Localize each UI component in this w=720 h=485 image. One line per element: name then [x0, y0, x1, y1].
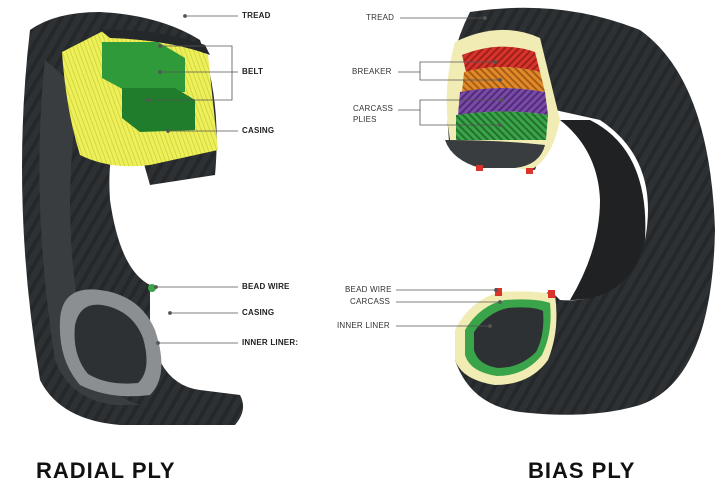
radial-label-belt: BELT — [242, 67, 264, 76]
radial-label-casing-bottom: CASING — [242, 308, 275, 317]
bias-label-breaker: BREAKER — [352, 67, 392, 76]
bias-ply-title: BIAS PLY — [528, 458, 636, 483]
radial-tread-cap — [100, 29, 210, 55]
radial-leader-lines — [146, 14, 238, 345]
bias-label-tread: TREAD — [366, 13, 395, 22]
bias-bead-marker-bottom — [495, 288, 502, 296]
bias-label-carcass: CARCASS — [350, 297, 391, 306]
bias-bead-marker-bottom-2 — [548, 290, 555, 298]
radial-ply-title: RADIAL PLY — [36, 458, 176, 483]
bias-inner-rubber-top — [445, 140, 545, 168]
bias-ply-orange — [462, 67, 545, 92]
radial-label-casing-top: CASING — [242, 126, 275, 135]
radial-belt-upper — [102, 42, 185, 92]
bias-inner-hole — [560, 120, 646, 300]
bias-label-inner-liner: INNER LINER — [337, 321, 390, 330]
radial-label-tread: TREAD — [242, 11, 271, 20]
radial-label-inner-liner: INNER LINER: — [242, 338, 299, 347]
radial-tire-illustration — [22, 12, 244, 425]
bias-breaker-ply — [462, 46, 540, 72]
bias-tire-illustration — [445, 7, 715, 415]
radial-bead-wire — [148, 284, 156, 292]
bias-inner-liner-bottom — [474, 307, 544, 368]
bias-ply-green — [456, 111, 548, 140]
bias-label-carcass-plies-line2: PLIES — [353, 115, 377, 124]
bias-bead-marker-top-2 — [526, 168, 533, 174]
radial-belt-lower — [122, 88, 195, 132]
radial-label-bead-wire: BEAD WIRE — [242, 282, 290, 291]
bias-label-bead-wire: BEAD WIRE — [345, 285, 392, 294]
radial-inner-liner-core — [74, 304, 147, 384]
bias-leader-lines — [396, 16, 504, 328]
bias-label-carcass-plies-line1: CARCASS — [353, 104, 394, 113]
bias-bead-marker-top — [476, 165, 483, 171]
